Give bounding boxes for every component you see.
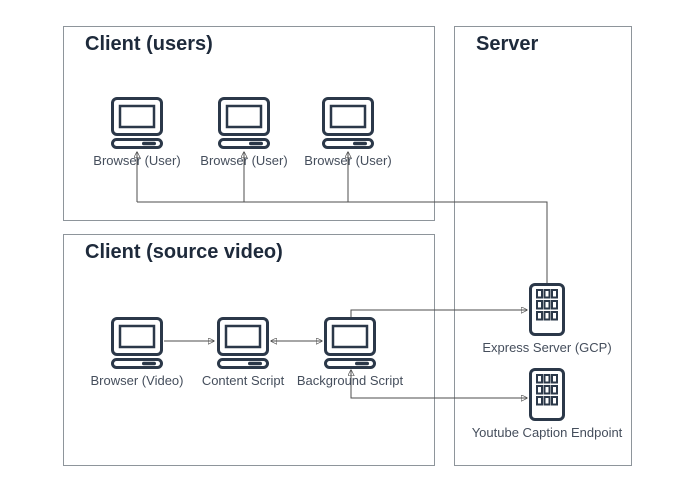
node-browser-user-1: Browser (User) xyxy=(67,97,207,168)
node-content-script: Content Script xyxy=(173,317,313,388)
node-browser-user-3: Browser (User) xyxy=(278,97,418,168)
node-browser-video: Browser (Video) xyxy=(67,317,207,388)
node-label-browser-user-3: Browser (User) xyxy=(304,153,392,168)
desktop-computer-icon xyxy=(111,317,163,369)
desktop-computer-icon xyxy=(322,97,374,149)
node-express-server: Express Server (GCP) xyxy=(462,283,632,355)
desktop-computer-icon xyxy=(218,97,270,149)
node-label-browser-video: Browser (Video) xyxy=(90,373,184,388)
node-browser-user-2: Browser (User) xyxy=(174,97,314,168)
group-title-server: Server xyxy=(476,33,539,55)
node-label-browser-user-1: Browser (User) xyxy=(93,153,181,168)
server-building-icon xyxy=(529,368,565,421)
edge-express-to-browsers-trunk xyxy=(137,201,548,284)
node-background-script: Background Script xyxy=(280,317,420,388)
node-label-express-server: Express Server (GCP) xyxy=(482,340,612,355)
desktop-computer-icon xyxy=(324,317,376,369)
node-label-youtube-caption-endpoint: Youtube Caption Endpoint xyxy=(471,425,623,440)
edge-background-script-youtube-endpoint xyxy=(351,370,527,398)
edge-background-script-to-express-server xyxy=(350,310,527,318)
node-label-background-script: Background Script xyxy=(296,373,404,388)
group-title-client-users: Client (users) xyxy=(85,33,213,55)
node-label-browser-user-2: Browser (User) xyxy=(200,153,288,168)
node-label-content-script: Content Script xyxy=(201,373,285,388)
group-title-client-source-video: Client (source video) xyxy=(85,241,283,263)
server-building-icon xyxy=(529,283,565,336)
node-youtube-caption-endpoint: Youtube Caption Endpoint xyxy=(462,368,632,440)
desktop-computer-icon xyxy=(111,97,163,149)
desktop-computer-icon xyxy=(217,317,269,369)
